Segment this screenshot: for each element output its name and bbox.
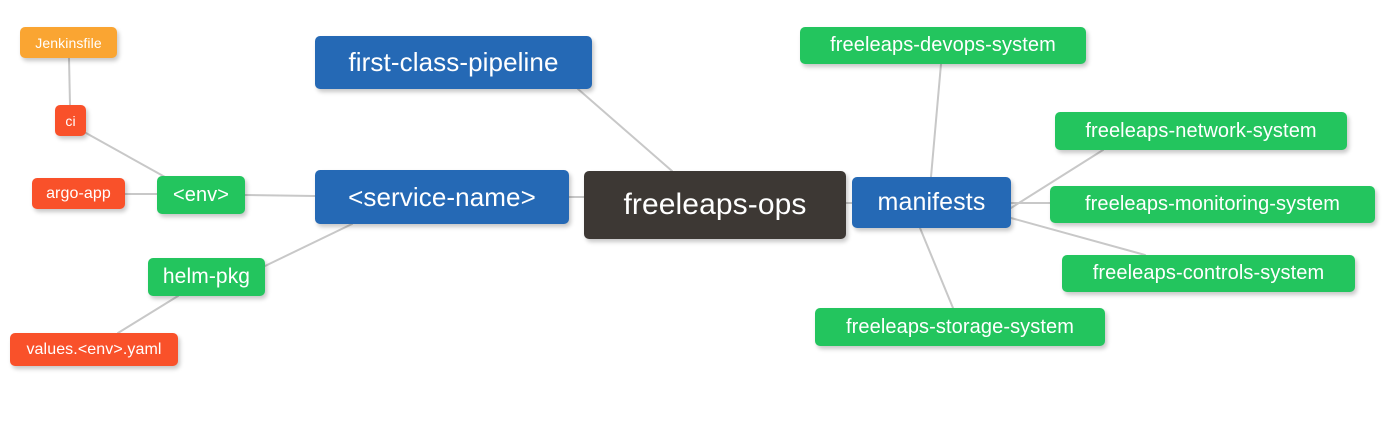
edge-jenkinsfile-to-ci [68, 57, 71, 106]
mindmap-node-freeleaps-devops-system[interactable]: freeleaps-devops-system [800, 27, 1086, 64]
mindmap-node-ci[interactable]: ci [55, 105, 86, 136]
mindmap-node-first-class-pipeline[interactable]: first-class-pipeline [315, 36, 592, 89]
mindmap-node-freeleaps-storage-system[interactable]: freeleaps-storage-system [815, 308, 1105, 346]
mindmap-node-freeleaps-ops[interactable]: freeleaps-ops [584, 171, 846, 239]
mindmap-node-helm-pkg[interactable]: helm-pkg [148, 258, 265, 296]
edge-manifests-to-freeleaps-network-system [1010, 149, 1104, 209]
edge-values-yaml-to-helm-pkg [117, 295, 179, 334]
edge-env-to-service-name [244, 194, 316, 197]
edge-manifests-to-freeleaps-controls-system [1010, 217, 1146, 256]
mindmap-node-env[interactable]: <env> [157, 176, 245, 214]
edge-ci-to-env [85, 132, 166, 178]
edge-helm-pkg-to-service-name [264, 223, 353, 267]
edge-first-class-pipeline-to-freeleaps-ops [577, 88, 673, 172]
mindmap-node-values-yaml[interactable]: values.<env>.yaml [10, 333, 178, 366]
mindmap-node-jenkinsfile[interactable]: Jenkinsfile [20, 27, 117, 58]
mindmap-node-freeleaps-monitoring-system[interactable]: freeleaps-monitoring-system [1050, 186, 1375, 223]
mindmap-node-manifests[interactable]: manifests [852, 177, 1011, 228]
mindmap-node-freeleaps-network-system[interactable]: freeleaps-network-system [1055, 112, 1347, 150]
mindmap-node-service-name[interactable]: <service-name> [315, 170, 569, 224]
mindmap-node-freeleaps-controls-system[interactable]: freeleaps-controls-system [1062, 255, 1355, 292]
edge-manifests-to-freeleaps-devops-system [930, 63, 942, 178]
mindmap-node-argo-app[interactable]: argo-app [32, 178, 125, 209]
edge-manifests-to-freeleaps-storage-system [919, 227, 954, 309]
